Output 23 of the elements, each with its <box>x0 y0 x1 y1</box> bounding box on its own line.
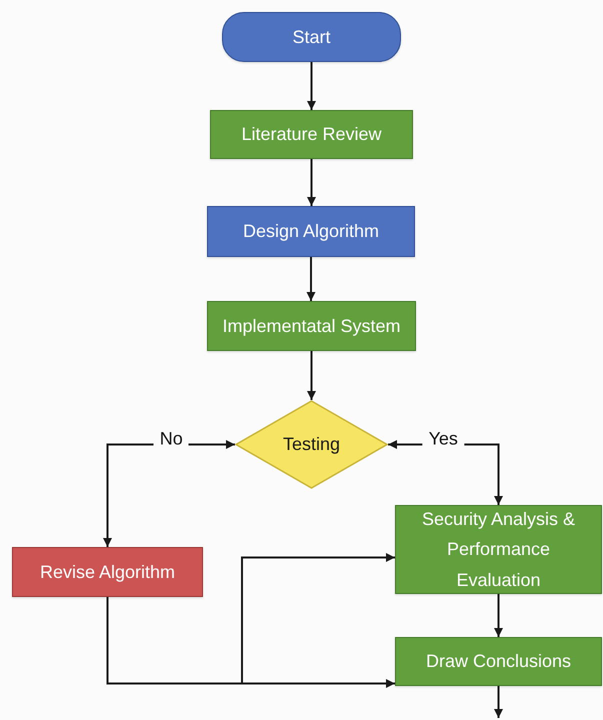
process-box <box>12 547 203 597</box>
node-label: Security Analysis & Performance Evaluation <box>420 508 576 592</box>
node-label: Testing <box>282 433 340 456</box>
process-box <box>207 206 415 257</box>
arrow <box>106 597 395 688</box>
node-label: Start <box>292 26 330 49</box>
arrow <box>307 62 316 110</box>
process-box <box>207 301 416 351</box>
decision-diamond <box>235 400 388 489</box>
node-label: Implementatal System <box>222 314 401 338</box>
process-box <box>395 637 602 686</box>
node-label: Design Algorithm <box>242 220 380 244</box>
arrow <box>494 686 503 718</box>
arrow <box>306 257 316 301</box>
arrow <box>307 159 316 206</box>
arrow <box>494 594 503 637</box>
node-label: Draw Conclusions <box>426 650 572 674</box>
arrow <box>307 351 316 400</box>
node-label: Literature Review <box>241 123 382 146</box>
start-terminal <box>222 12 401 62</box>
process-box <box>210 110 413 159</box>
process-box <box>395 505 602 594</box>
node-label: Revise Algorithm <box>40 560 176 584</box>
